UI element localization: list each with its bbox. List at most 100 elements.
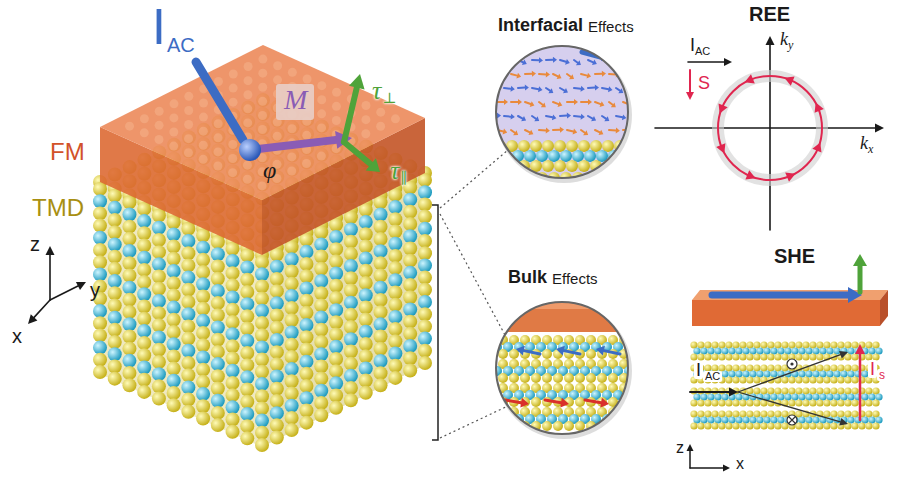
atom [500,172,512,184]
atom [359,361,373,375]
atom [196,289,210,303]
atom [509,373,519,383]
atom [344,393,358,407]
slab-atom [199,127,208,136]
atom [240,383,254,397]
atom [240,322,254,336]
atom [167,374,181,388]
current-arrow [690,391,729,393]
atom [329,291,343,305]
atom [152,245,166,259]
spin-arrow [504,115,511,118]
atom [781,353,788,360]
atom [108,274,122,288]
atom [181,356,195,370]
spin-arrow-head [609,57,613,63]
atom [181,344,195,358]
atom [359,349,373,363]
spin-arrow-head [503,129,508,135]
atom [167,325,181,339]
atom [753,376,760,383]
slab-atom [273,75,282,84]
spin-arrow-head [558,101,563,107]
atom [167,362,181,376]
atom [403,229,417,243]
atom [196,399,210,413]
atom [739,353,746,360]
spin-arrow-head [644,99,648,105]
atom [255,292,269,306]
spin-arrow [504,60,508,63]
slab-section [494,300,630,332]
atom [181,258,195,272]
axis-arrow [50,286,78,300]
spin-arrow-head [602,71,606,77]
atom [830,422,837,429]
atom [240,407,254,421]
atom [285,338,299,352]
atom [823,422,830,429]
atom [255,353,269,367]
atom [152,306,166,320]
atom [329,242,343,256]
atom [697,422,704,429]
atom [374,293,388,307]
spin-arrow [560,115,567,117]
spin-arrow [532,59,539,61]
spin-arrow [560,88,564,91]
atom [388,225,402,239]
atom [255,267,269,281]
torque-symbol: τ [372,78,381,104]
axis-arrow-head [875,124,884,133]
torque-arrow [858,266,863,292]
atom [753,399,760,406]
atom [359,227,373,241]
spin-arrow [553,102,559,104]
atom [108,359,122,373]
atom [108,335,122,349]
atom [374,342,388,356]
spin-arrow-head [591,116,596,121]
wavevector-symbol: k [780,30,788,48]
atom [554,160,566,172]
atom [270,406,284,420]
atom [299,269,313,283]
atom [181,319,195,333]
atom [299,294,313,308]
spin-arrow-head [581,86,585,92]
atom [329,267,343,281]
wavevector-symbol: k [860,134,868,152]
slab-atom [199,155,208,164]
atom [388,273,402,287]
atom [196,265,210,279]
atom [388,249,402,263]
atom [108,262,122,276]
atom [270,394,284,408]
atom [403,351,417,365]
atom [137,300,151,314]
atom [725,422,732,429]
axis-label: z [676,440,684,456]
spin-arrow [560,60,566,62]
spin-arrow [532,116,536,119]
spin-arrow [581,130,585,133]
atom [270,333,284,347]
atom [167,288,181,302]
atom [93,243,107,257]
spin-arrow-head [552,114,557,120]
atom [211,418,225,432]
spin-arrow-head [581,114,585,120]
atom [122,232,136,246]
atom [418,271,432,285]
current-arrow [688,61,724,63]
atom [608,172,620,184]
atom [624,414,634,424]
atom [482,140,494,152]
spin-arrow [595,130,600,132]
atom [255,377,269,391]
atom [418,246,432,260]
atom [795,376,802,383]
slab-atom [258,111,267,120]
atom [122,329,136,343]
magnetization-arrow-head [615,56,626,68]
